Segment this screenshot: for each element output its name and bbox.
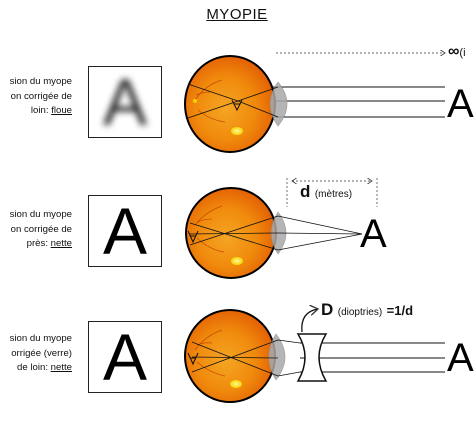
row1-object-letter: A bbox=[447, 82, 474, 126]
row1-caption-emph: floue bbox=[51, 105, 72, 116]
row3-object-letter: A bbox=[447, 336, 474, 380]
row2-caption: sion du myope on corrigée de près: nette bbox=[9, 209, 72, 249]
eye-row-1 bbox=[184, 55, 445, 153]
diverging-lens bbox=[296, 333, 328, 382]
row2-perceived-box: A bbox=[88, 195, 162, 267]
eye-row-3 bbox=[184, 309, 445, 403]
row2-object-letter: A bbox=[360, 212, 387, 256]
row1-perceived-letter: A bbox=[102, 66, 148, 138]
diagram-title: MYOPIE bbox=[206, 6, 268, 23]
distance-label: d (mètres) bbox=[300, 182, 353, 201]
row3-perceived-box: A bbox=[88, 321, 162, 393]
row3-perceived-letter: A bbox=[102, 321, 148, 393]
row2-perceived-letter: A bbox=[102, 195, 148, 267]
infinity-suffix: (i bbox=[459, 47, 466, 59]
infinity-symbol: ∞ bbox=[448, 43, 460, 60]
eye-row-2 bbox=[185, 178, 378, 279]
infinity-label: ∞(i bbox=[448, 43, 466, 61]
row3-caption-emph: nette bbox=[50, 362, 72, 373]
row1-perceived-box: A bbox=[88, 66, 162, 138]
row1-caption: sion du myope on corrigée de loin: floue bbox=[9, 76, 72, 116]
row2-caption-emph: nette bbox=[50, 238, 72, 249]
dioptre-label: D (dioptries) =1/d bbox=[321, 300, 414, 319]
row3-caption: sion du myope orrigée (verre) de loin: n… bbox=[9, 333, 72, 373]
